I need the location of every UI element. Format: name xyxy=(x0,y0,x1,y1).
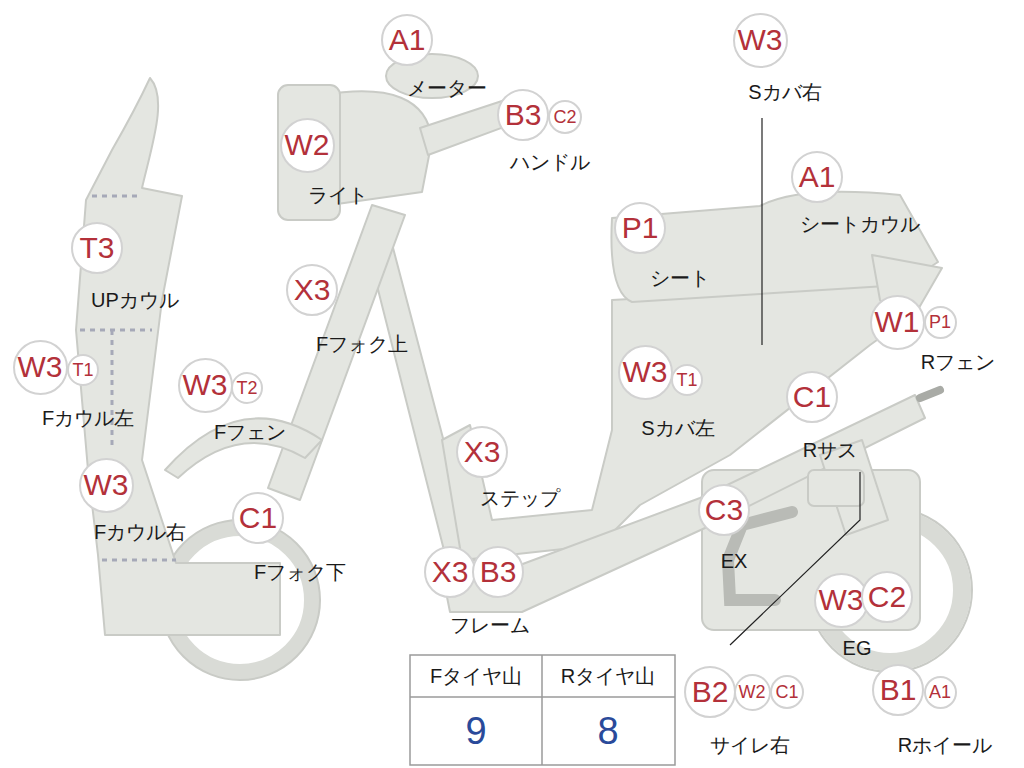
damage-code-circle: C2 xyxy=(861,571,913,623)
damage-code-circle: C1 xyxy=(786,371,838,423)
front-fender xyxy=(165,418,322,478)
table-rule xyxy=(541,655,543,765)
table-cell: 8 xyxy=(597,711,618,753)
damage-code-circle: W3 xyxy=(618,345,673,400)
damage-code-circle: C3 xyxy=(698,484,750,536)
table-cell: Fタイヤ山 xyxy=(430,665,522,687)
damage-code-circle: T1 xyxy=(67,354,99,386)
damage-code: X3 xyxy=(432,557,469,587)
part-name: Fフォク上 xyxy=(316,333,408,355)
part-name: Fカウル右 xyxy=(94,521,186,543)
damage-code: C2 xyxy=(868,582,906,612)
part-name: Sカバ左 xyxy=(641,417,714,439)
part-name: シートカウル xyxy=(800,213,920,235)
damage-code-circle: T1 xyxy=(671,364,703,396)
damage-code: A1 xyxy=(929,683,951,701)
damage-code: W3 xyxy=(623,357,668,387)
damage-code: C3 xyxy=(705,495,743,525)
damage-code-circle: X3 xyxy=(424,546,476,598)
damage-code: C1 xyxy=(239,503,277,533)
damage-code-circle: P1 xyxy=(924,306,957,339)
part-name: Fフォク下 xyxy=(254,561,346,583)
damage-code: T2 xyxy=(236,379,257,397)
part-name: UPカウル xyxy=(91,289,179,311)
damage-code: W3 xyxy=(738,25,783,55)
part-name: Rサス xyxy=(803,439,857,461)
damage-code-circle: P1 xyxy=(614,202,666,254)
table-cell: Rタイヤ山 xyxy=(561,665,655,687)
damage-code-circle: W2 xyxy=(734,674,771,711)
damage-code-circle: B2 xyxy=(684,666,736,718)
part-name: EG xyxy=(843,637,872,659)
damage-code: X3 xyxy=(464,437,501,467)
part-name: Rフェン xyxy=(921,351,995,373)
leader-line xyxy=(761,118,762,345)
damage-code-circle: C2 xyxy=(548,100,582,134)
damage-code: B3 xyxy=(480,557,517,587)
tail-light xyxy=(920,390,940,398)
damage-code: B3 xyxy=(505,100,542,130)
damage-code: C1 xyxy=(775,683,798,701)
damage-code-circle: W2 xyxy=(280,118,335,173)
damage-code-circle: A1 xyxy=(381,14,433,66)
rear-suspension-body xyxy=(808,470,864,506)
damage-code: W3 xyxy=(183,370,228,400)
damage-code: A1 xyxy=(389,25,426,55)
damage-code-circle: B3 xyxy=(497,89,549,141)
damage-code: W1 xyxy=(875,307,920,337)
tyre-table xyxy=(410,655,675,765)
damage-code-circle: T2 xyxy=(231,372,263,404)
damage-code-circle: C1 xyxy=(232,492,284,544)
seam-line xyxy=(102,559,176,562)
damage-code-circle: T3 xyxy=(71,222,123,274)
part-name: Fカウル左 xyxy=(42,407,134,429)
damage-code-circle: W3 xyxy=(178,358,233,413)
seam-line xyxy=(80,329,152,332)
damage-code-circle: B3 xyxy=(472,546,524,598)
damage-code: B1 xyxy=(880,675,917,705)
damage-code-circle: B1 xyxy=(872,664,924,716)
part-name: シート xyxy=(650,267,710,289)
damage-code: W3 xyxy=(18,352,63,382)
damage-code: A1 xyxy=(799,162,836,192)
damage-code-circle: A1 xyxy=(791,151,843,203)
part-name: EX xyxy=(721,550,748,572)
damage-code-circle: W3 xyxy=(733,13,788,68)
damage-code: C2 xyxy=(553,108,576,126)
damage-code-circle: C1 xyxy=(770,675,804,709)
seam-line xyxy=(92,195,142,198)
damage-code-circle: W3 xyxy=(13,340,68,395)
damage-code-circle: W3 xyxy=(79,458,134,513)
damage-code-circle: W1 xyxy=(870,295,925,350)
part-name: ステップ xyxy=(480,487,560,509)
damage-code: W2 xyxy=(285,130,330,160)
damage-code: W3 xyxy=(819,585,864,615)
damage-code: B2 xyxy=(692,677,729,707)
part-name: ライト xyxy=(308,184,368,206)
damage-code-circle: X3 xyxy=(286,264,338,316)
part-name: ハンドル xyxy=(510,151,590,173)
damage-code: T1 xyxy=(72,361,93,379)
part-name: サイレ右 xyxy=(710,734,790,756)
damage-code: X3 xyxy=(294,275,331,305)
damage-code: T1 xyxy=(676,371,697,389)
damage-code-circle: A1 xyxy=(924,676,957,709)
part-name: フレーム xyxy=(450,614,530,636)
damage-code: T3 xyxy=(79,233,114,263)
part-name: Fフェン xyxy=(214,421,286,443)
damage-code: P1 xyxy=(929,313,951,331)
front-cowl xyxy=(76,78,280,635)
damage-code: P1 xyxy=(622,213,659,243)
part-name: Rホイール xyxy=(898,734,992,756)
damage-code: C1 xyxy=(793,382,831,412)
table-cell: 9 xyxy=(465,711,486,753)
part-name: Sカバ右 xyxy=(748,81,821,103)
table-rule xyxy=(410,696,675,698)
part-name: メーター xyxy=(407,77,487,99)
damage-code: W2 xyxy=(739,683,766,701)
damage-code: W3 xyxy=(84,470,129,500)
damage-code-circle: X3 xyxy=(456,426,508,478)
